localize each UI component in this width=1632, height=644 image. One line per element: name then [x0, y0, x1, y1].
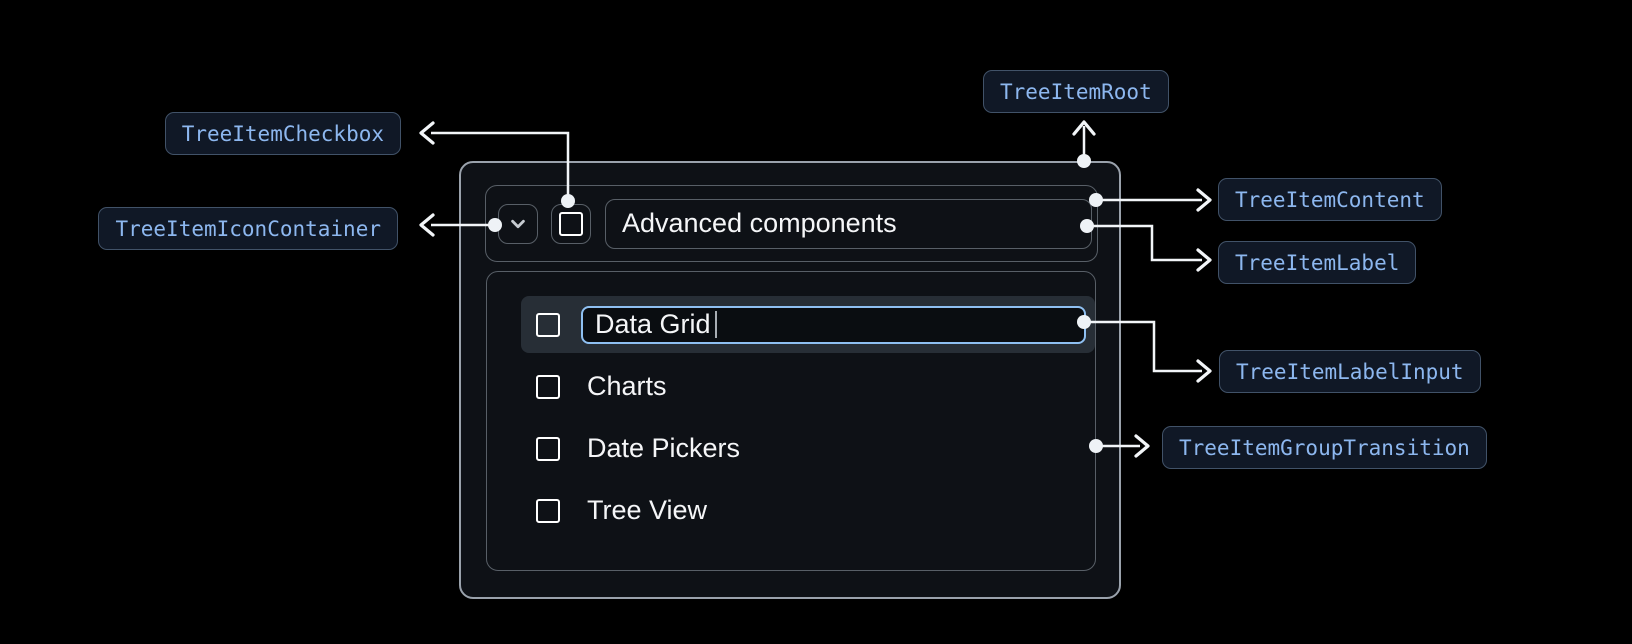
- annotation-chip-tree-item-root: TreeItemRoot: [983, 70, 1169, 113]
- annotation-chip-tree-item-content: TreeItemContent: [1218, 178, 1442, 221]
- annotation-chip-tree-item-group-transition: TreeItemGroupTransition: [1162, 426, 1487, 469]
- tree-item-row-data-grid[interactable]: Data Grid: [521, 296, 1095, 353]
- tree-item-label-input[interactable]: Data Grid: [581, 305, 1086, 344]
- tree-item-group-transition: Data Grid Charts Date Pickers Tree View: [486, 271, 1096, 571]
- annotation-chip-tree-item-checkbox: TreeItemCheckbox: [164, 112, 401, 155]
- tree-item-label: Charts: [587, 371, 667, 401]
- tree-item-row-tree-view[interactable]: Tree View: [521, 482, 1095, 539]
- tree-item-icon-container[interactable]: [498, 203, 538, 244]
- tree-item-label: Tree View: [587, 495, 708, 525]
- tree-item-label: Advanced components: [605, 198, 1092, 249]
- annotation-chip-tree-item-label-input: TreeItemLabelInput: [1219, 350, 1481, 393]
- annotation-chip-tree-item-icon-container: TreeItemIconContainer: [98, 207, 398, 250]
- chevron-down-icon: [511, 219, 525, 228]
- tree-item-checkbox[interactable]: [536, 498, 560, 523]
- checkbox-icon: [559, 211, 583, 236]
- annotation-chip-tree-item-label: TreeItemLabel: [1218, 241, 1417, 284]
- tree-item-checkbox[interactable]: [551, 203, 591, 244]
- tree-item-content[interactable]: Advanced components: [485, 185, 1098, 262]
- tree-item-checkbox[interactable]: [536, 436, 560, 461]
- tree-item-label: Date Pickers: [587, 433, 741, 463]
- tree-item-checkbox[interactable]: [536, 312, 560, 337]
- tree-item-root: Advanced components Data Grid Charts Dat…: [459, 161, 1121, 599]
- text-cursor: [714, 311, 718, 338]
- tree-item-checkbox[interactable]: [536, 374, 560, 399]
- label-input-value: Data Grid: [595, 309, 711, 339]
- tree-item-row-charts[interactable]: Charts: [521, 358, 1095, 415]
- tree-item-row-date-pickers[interactable]: Date Pickers: [521, 420, 1095, 477]
